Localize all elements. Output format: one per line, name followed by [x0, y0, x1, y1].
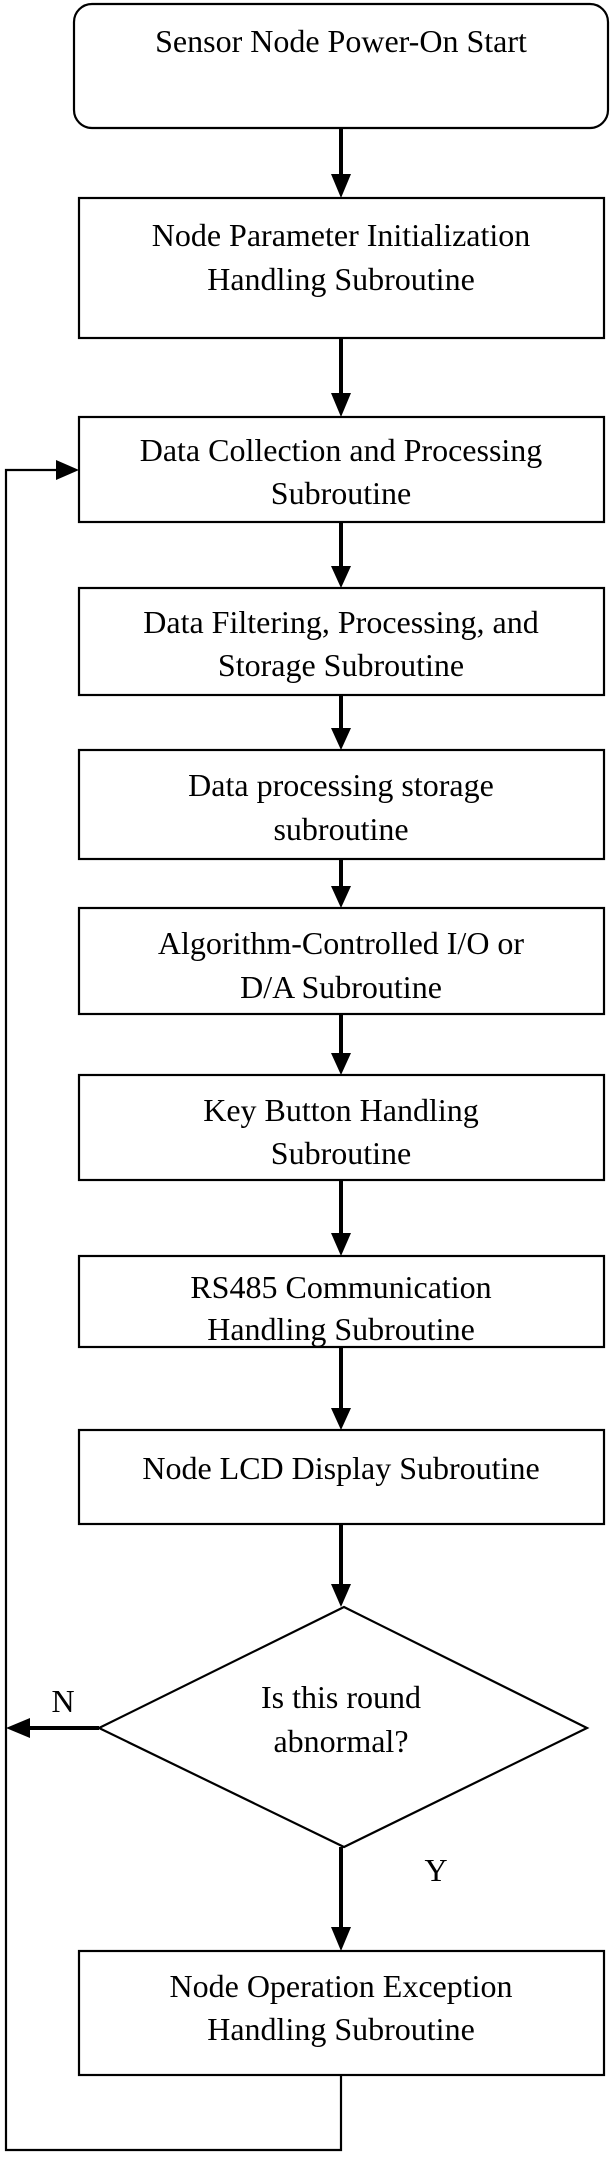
exception-node-line-2: Handling Subroutine [207, 2011, 475, 2047]
rs485-node-shape [77, 1254, 606, 1349]
storage-node-line-1: Data processing storage [188, 767, 494, 803]
init-node-line-2: Handling Subroutine [207, 261, 475, 297]
lcd-node: Node LCD Display Subroutine [77, 1428, 606, 1526]
filter-node-line-1: Data Filtering, Processing, and [143, 604, 538, 640]
filter-node-line-2: Storage Subroutine [218, 647, 464, 683]
algo-node: Algorithm-Controlled I/O or D/A Subrouti… [77, 906, 606, 1016]
start-node: Sensor Node Power-On Start [72, 2, 610, 130]
loop-back-connector [4, 460, 343, 2152]
arrow-rs485-to-lcd [331, 1347, 351, 1430]
exception-node-shape [77, 1949, 606, 2077]
algo-node-line-1: Algorithm-Controlled I/O or [158, 925, 525, 961]
rs485-node: RS485 Communication Handling Subroutine [77, 1254, 606, 1349]
arrow-start-to-init [331, 128, 351, 198]
exception-node: Node Operation Exception Handling Subrou… [77, 1949, 606, 2077]
init-node: Node Parameter Initialization Handling S… [77, 196, 606, 340]
arrow-init-to-collect [331, 338, 351, 417]
exception-node-line-1: Node Operation Exception [170, 1968, 513, 2004]
rs485-node-line-2: Handling Subroutine [207, 1311, 475, 1347]
arrow-collect-to-filter [331, 522, 351, 588]
storage-node-line-2: subroutine [273, 811, 408, 847]
lcd-node-line-1: Node LCD Display Subroutine [142, 1450, 539, 1486]
no-branch-label: N [51, 1683, 74, 1719]
arrow-lcd-to-decision [331, 1524, 351, 1607]
start-node-line-1: Sensor Node Power-On Start [155, 23, 527, 59]
filter-node: Data Filtering, Processing, and Storage … [77, 586, 606, 697]
arrow-filter-to-storage [331, 695, 351, 750]
algo-node-line-2: D/A Subroutine [240, 969, 442, 1005]
arrow-algo-to-key [331, 1014, 351, 1075]
arrow-storage-to-algo [331, 859, 351, 908]
lcd-node-shape [77, 1428, 606, 1526]
filter-node-shape [77, 586, 606, 697]
decision-node: Is this round abnormal? [96, 1605, 590, 1849]
collect-node-shape [77, 415, 606, 524]
rs485-node-line-1: RS485 Communication [190, 1269, 491, 1305]
key-node-line-2: Subroutine [271, 1135, 411, 1171]
init-node-line-1: Node Parameter Initialization [152, 217, 531, 253]
decision-node-line-1: Is this round [261, 1679, 421, 1715]
decision-node-line-2: abnormal? [273, 1723, 408, 1759]
collect-node-line-1: Data Collection and Processing [140, 432, 543, 468]
key-node: Key Button Handling Subroutine [77, 1073, 606, 1182]
arrow-decision-to-exception [331, 1847, 351, 1951]
decision-node-shape [96, 1605, 590, 1849]
arrow-decision-no-branch [6, 1718, 99, 1738]
init-node-shape [77, 196, 606, 340]
collect-node-line-2: Subroutine [271, 475, 411, 511]
yes-branch-label: Y [424, 1852, 447, 1888]
key-node-line-1: Key Button Handling [203, 1092, 479, 1128]
arrow-key-to-rs485 [331, 1180, 351, 1256]
collect-node: Data Collection and Processing Subroutin… [77, 415, 606, 524]
storage-node: Data processing storage subroutine [77, 748, 606, 861]
